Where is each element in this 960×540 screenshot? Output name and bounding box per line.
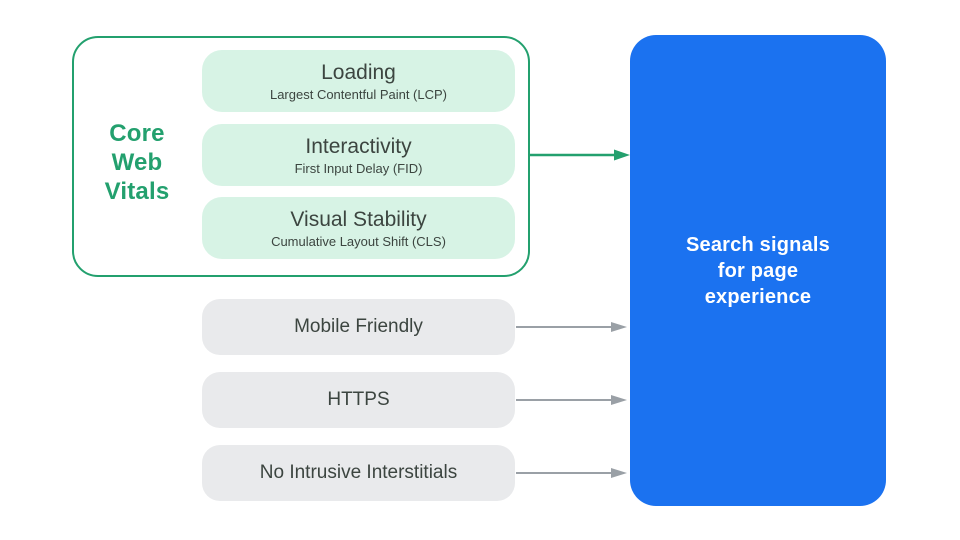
signal-card-no-intrusive-interstitials: No Intrusive Interstitials — [202, 445, 515, 501]
vital-title: Loading — [321, 60, 396, 84]
search-signals-box: Search signals for page experience — [630, 35, 886, 506]
signal-card-https: HTTPS — [202, 372, 515, 428]
vital-card-visual-stability: Visual Stability Cumulative Layout Shift… — [202, 197, 515, 259]
vital-subtitle: First Input Delay (FID) — [294, 160, 423, 176]
core-web-vitals-label: Core Web Vitals — [104, 120, 170, 205]
vital-title: Visual Stability — [290, 207, 427, 231]
signal-label: No Intrusive Interstitials — [259, 462, 458, 483]
signal-label: Mobile Friendly — [294, 316, 423, 337]
signal-card-mobile-friendly: Mobile Friendly — [202, 299, 515, 355]
search-signals-label: Search signals for page experience — [686, 233, 830, 308]
arrow-no-intrusive-interstitials-icon — [516, 468, 627, 478]
arrow-core-web-vitals-icon — [530, 149, 630, 161]
vital-card-loading: Loading Largest Contentful Paint (LCP) — [202, 50, 515, 112]
signal-label: HTTPS — [327, 389, 390, 410]
vital-title: Interactivity — [305, 134, 412, 158]
arrow-https-icon — [516, 395, 627, 405]
arrow-mobile-friendly-icon — [516, 322, 627, 332]
vital-subtitle: Largest Contentful Paint (LCP) — [269, 86, 448, 102]
vital-subtitle: Cumulative Layout Shift (CLS) — [271, 233, 446, 249]
vital-card-interactivity: Interactivity First Input Delay (FID) — [202, 124, 515, 186]
